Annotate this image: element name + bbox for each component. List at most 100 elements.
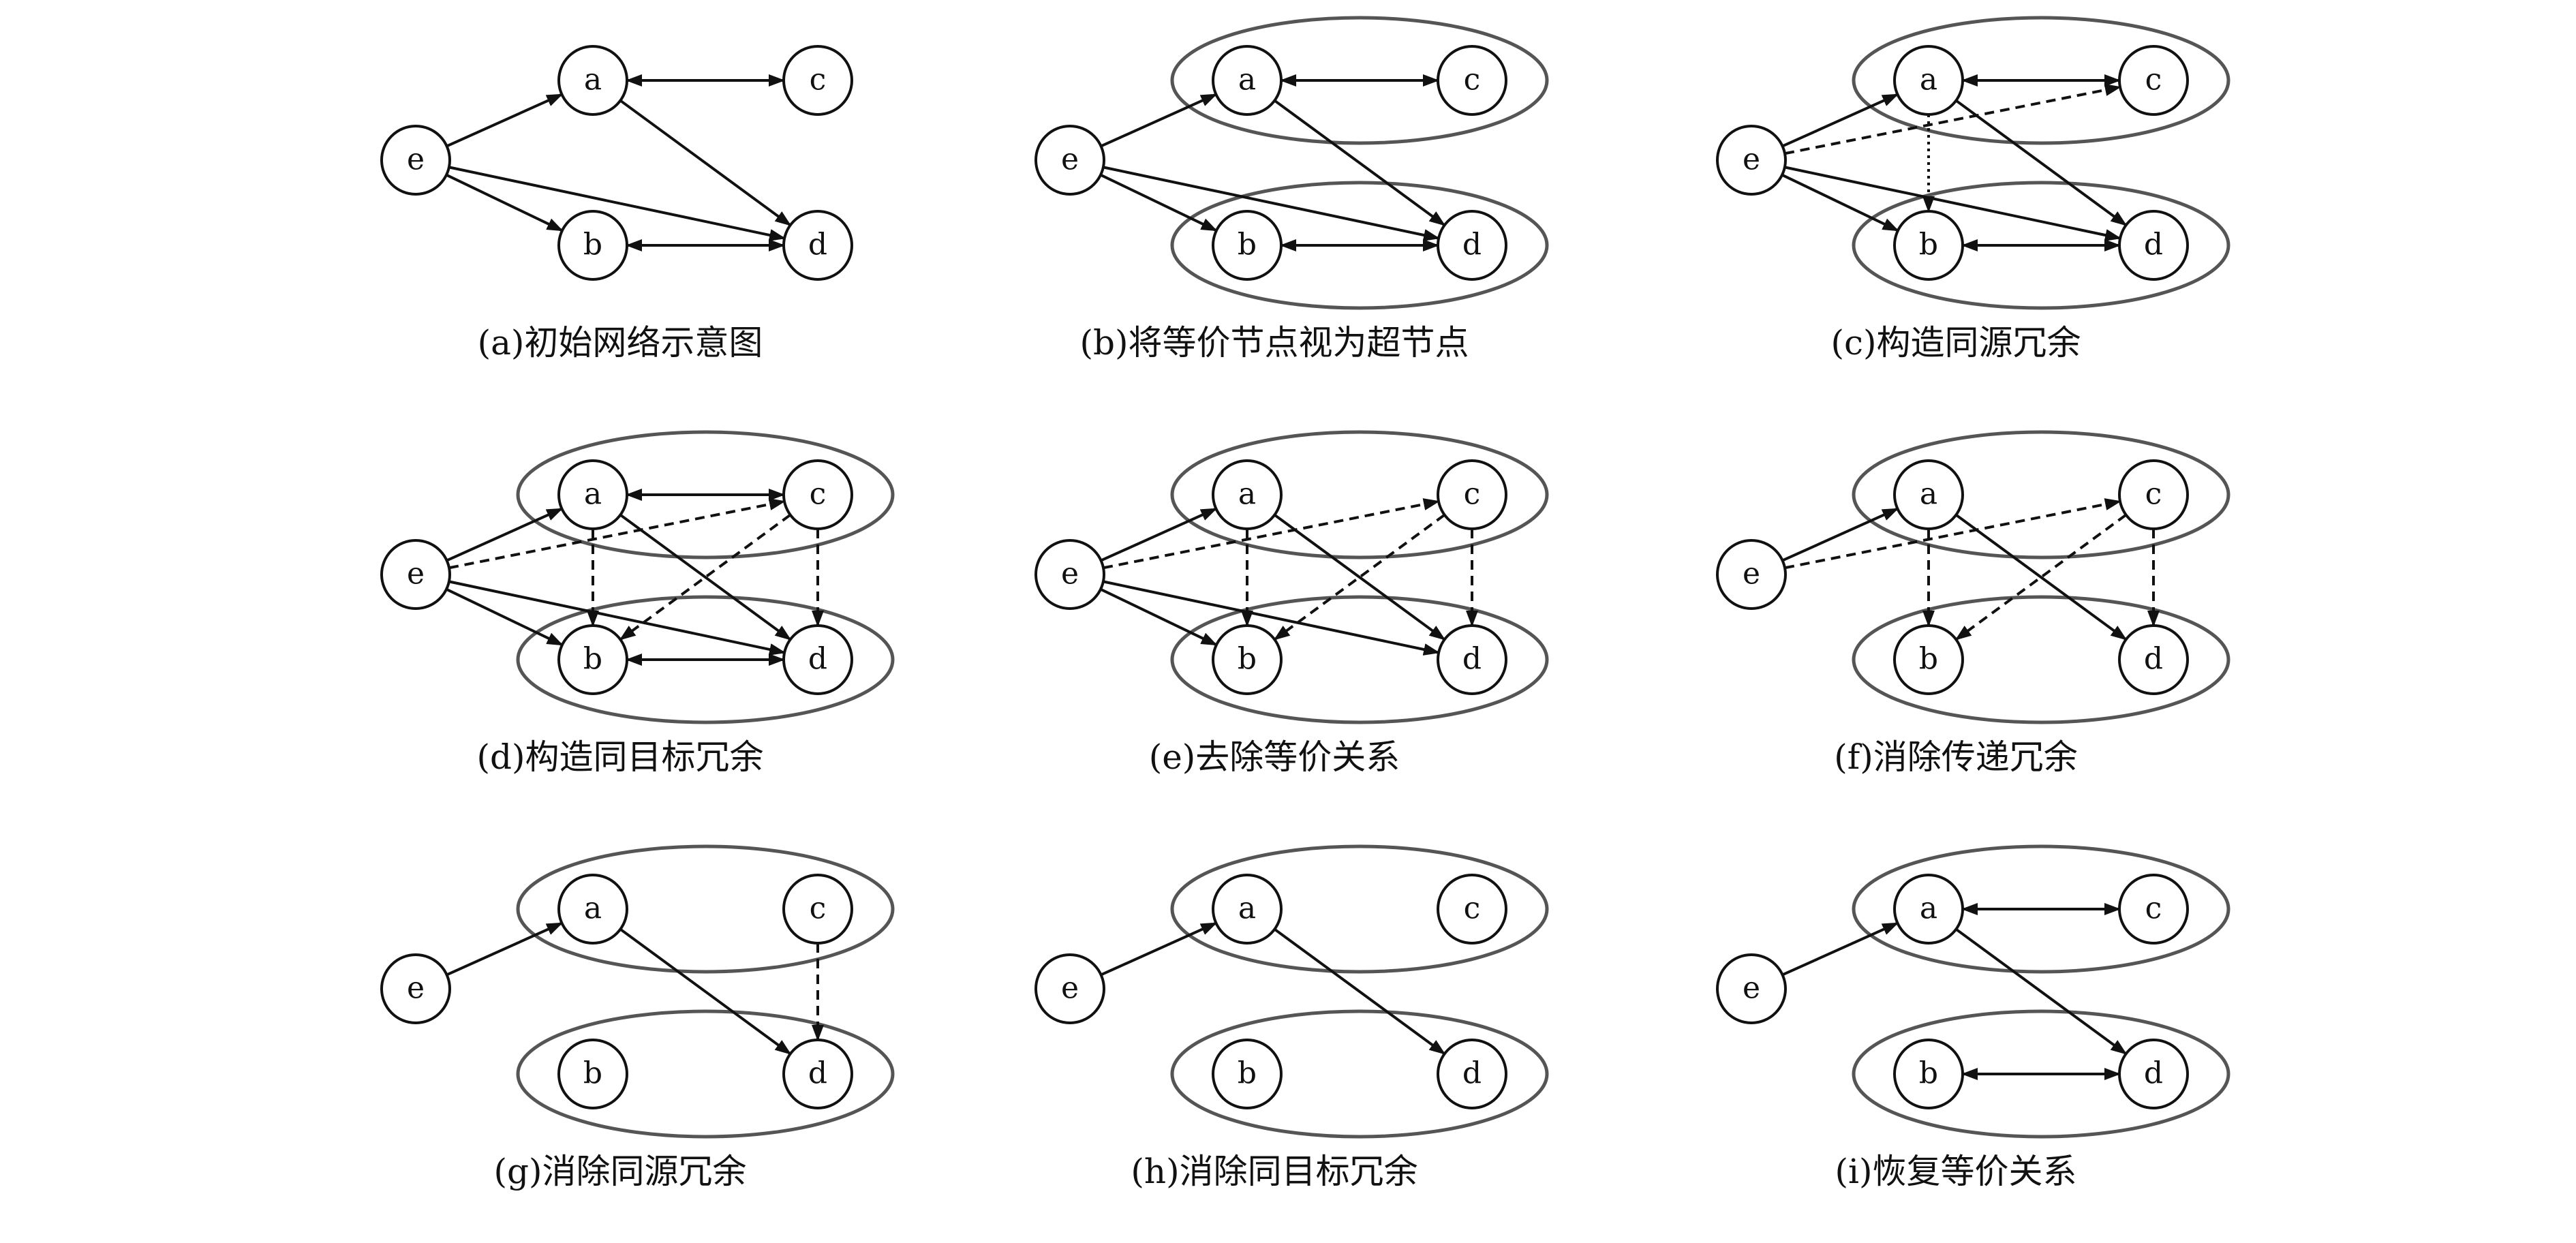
supernode-ellipse-ac [1852,16,2230,145]
edge-a-d [1955,927,2128,1056]
node-label-c: c [2145,63,2162,97]
node-c: c [2118,45,2189,116]
node-circle-a [557,45,628,116]
edge-c-b [1273,513,1445,641]
node-label-d: d [808,1056,827,1091]
node-circle-a [1893,459,1964,530]
node-a: a [1893,459,1964,530]
panel-caption: (e)去除等价关系 [1149,737,1400,777]
node-label-e: e [1061,971,1079,1006]
node-e: e [1716,953,1787,1024]
node-label-b: b [583,228,602,262]
edge-e-a [1100,507,1218,562]
node-label-e: e [1061,142,1079,177]
node-label-c: c [810,891,827,926]
supernode-ellipse-ac [1852,844,2230,974]
node-circle-d [2118,1039,2189,1109]
node-label-c: c [2145,891,2162,926]
edge-e-d [1103,580,1441,656]
node-label-e: e [1743,971,1760,1006]
node-d: d [2118,1039,2189,1109]
edge-e-d [448,580,786,656]
edge-a-d [619,927,792,1056]
node-label-a: a [1238,891,1256,926]
node-a: a [1893,874,1964,945]
panel-caption: (c)构造同源冗余 [1830,323,2081,363]
node-circle-d [1437,210,1507,281]
node-circle-d [2118,210,2189,281]
panel-caption: (b)将等价节点视为超节点 [1079,323,1469,363]
edge-e-a [1781,921,1899,977]
panel-caption: (a)初始网络示意图 [478,323,763,363]
node-circle-c [2118,459,2189,530]
node-circle-a [1212,874,1283,945]
node-label-e: e [407,971,425,1006]
node-e: e [380,953,451,1024]
node-circle-b [557,624,628,695]
node-circle-a [1893,874,1964,945]
node-label-b: b [1238,228,1257,262]
node-circle-d [782,1039,853,1109]
node-label-d: d [1462,1056,1482,1091]
edge-e-d [1103,166,1441,241]
node-circle-a [557,459,628,530]
node-label-c: c [810,477,827,512]
node-b: b [557,624,628,695]
node-label-d: d [808,642,827,677]
supernode-ellipse-ac [1170,430,1549,559]
edge-a-d [619,513,792,641]
node-c: c [1437,45,1507,116]
node-a: a [557,874,628,945]
node-circle-e [380,539,451,610]
node-label-a: a [1238,477,1256,512]
node-d: d [782,1039,853,1109]
edge-e-b [1100,587,1218,647]
node-e: e [1716,539,1787,610]
supernode-ellipse-ac [1170,844,1549,974]
node-c: c [782,45,853,116]
edge-a-d [619,99,792,227]
node-circle-b [1893,624,1964,695]
node-label-d: d [808,228,827,262]
edge-e-a [1781,507,1899,562]
node-label-c: c [1464,63,1481,97]
node-label-e: e [407,142,425,177]
supernode-ellipse-ac [1852,430,2230,559]
edge-a-d [1955,513,2128,641]
node-d: d [2118,210,2189,281]
node-c: c [1437,459,1507,530]
node-d: d [1437,624,1507,695]
supernode-ellipse-bd [516,595,895,724]
node-label-b: b [1238,642,1257,677]
node-e: e [1716,125,1787,196]
node-a: a [557,459,628,530]
edge-a-d [1274,513,1446,641]
node-b: b [1212,1039,1283,1109]
supernode-ellipse-bd [1852,1009,2230,1139]
node-a: a [1212,459,1283,530]
node-circle-c [782,45,853,116]
edge-e-b [1100,173,1218,232]
node-a: a [1212,874,1283,945]
node-label-e: e [1061,557,1079,592]
edge-e-c [1103,498,1440,570]
edge-e-a [1100,93,1218,148]
edge-e-b [446,587,564,647]
node-circle-c [2118,874,2189,945]
panel-caption: (d)构造同目标冗余 [476,737,763,777]
node-circle-e [1034,125,1105,196]
node-a: a [1893,45,1964,116]
edge-e-c [1784,84,2121,155]
node-label-e: e [407,557,425,592]
edge-e-a [446,93,564,148]
node-circle-b [1893,210,1964,281]
node-e: e [1034,125,1105,196]
node-circle-e [1034,539,1105,610]
supernode-ellipse-bd [1852,595,2230,724]
edge-a-d [1274,927,1446,1056]
node-label-a: a [1920,63,1937,97]
